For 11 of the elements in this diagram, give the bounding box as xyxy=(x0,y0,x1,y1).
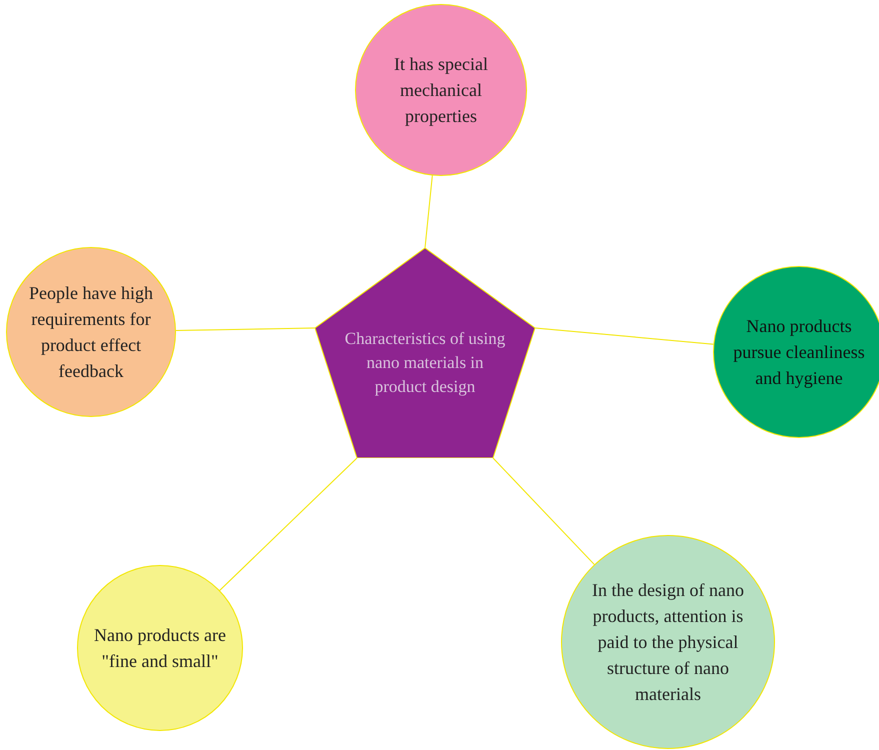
connector-line xyxy=(492,458,595,565)
connector-line xyxy=(175,328,316,331)
connector-line xyxy=(424,175,433,248)
node-text: Nano products pursue cleanliness and hygiene xyxy=(732,315,866,390)
node-text: Nano products are "fine and small" xyxy=(93,624,227,673)
connector-line xyxy=(534,328,714,345)
node-text: In the design of nano products, attention is paid to the physical structure of nano materials xyxy=(591,579,745,706)
node-text: It has special mechanical properties xyxy=(393,53,489,128)
node-text: People have high requirements for product effect feedback xyxy=(28,282,154,383)
node-text: Characteristics of using nano materials in product design xyxy=(344,328,506,398)
connector-line xyxy=(219,458,358,591)
